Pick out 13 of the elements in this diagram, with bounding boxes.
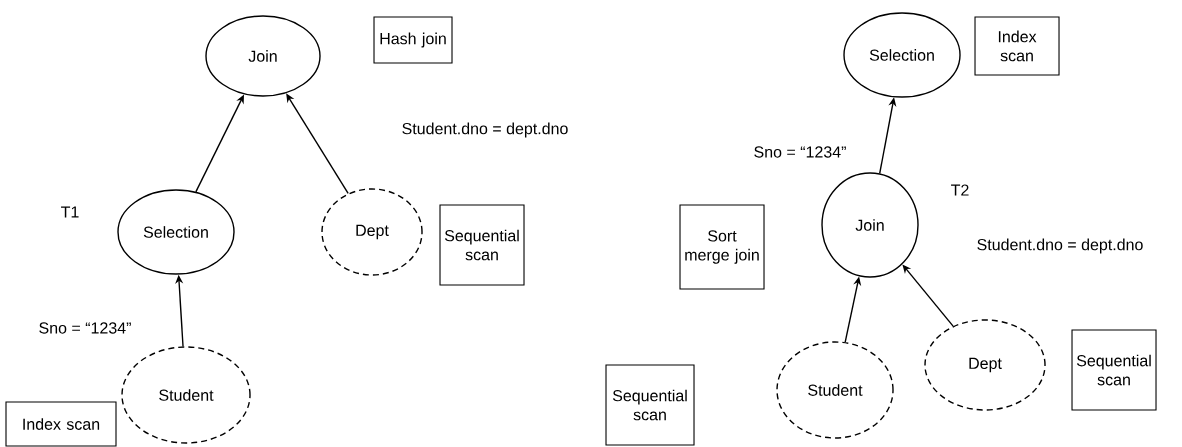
tree-label: T1 [61,206,79,218]
condition-label: Sno = “1234” [39,322,131,334]
tree-label: T2 [951,184,969,196]
annotation-box: Sort merge join [679,204,765,290]
condition-label: Student.dno = dept.dno [402,122,568,138]
annotation-box: Index scan [5,401,117,447]
annotation-box: Hash join [373,16,453,64]
condition-label: Student.dno = dept.dno [977,238,1143,254]
annotation-box: Sequential scan [439,204,525,286]
annotation-box: Sequential scan [605,364,695,446]
condition-label: Sno = “1234” [754,146,846,158]
annotation-box: Index scan [974,16,1060,76]
annotation-box: Sequential scan [1071,329,1157,411]
